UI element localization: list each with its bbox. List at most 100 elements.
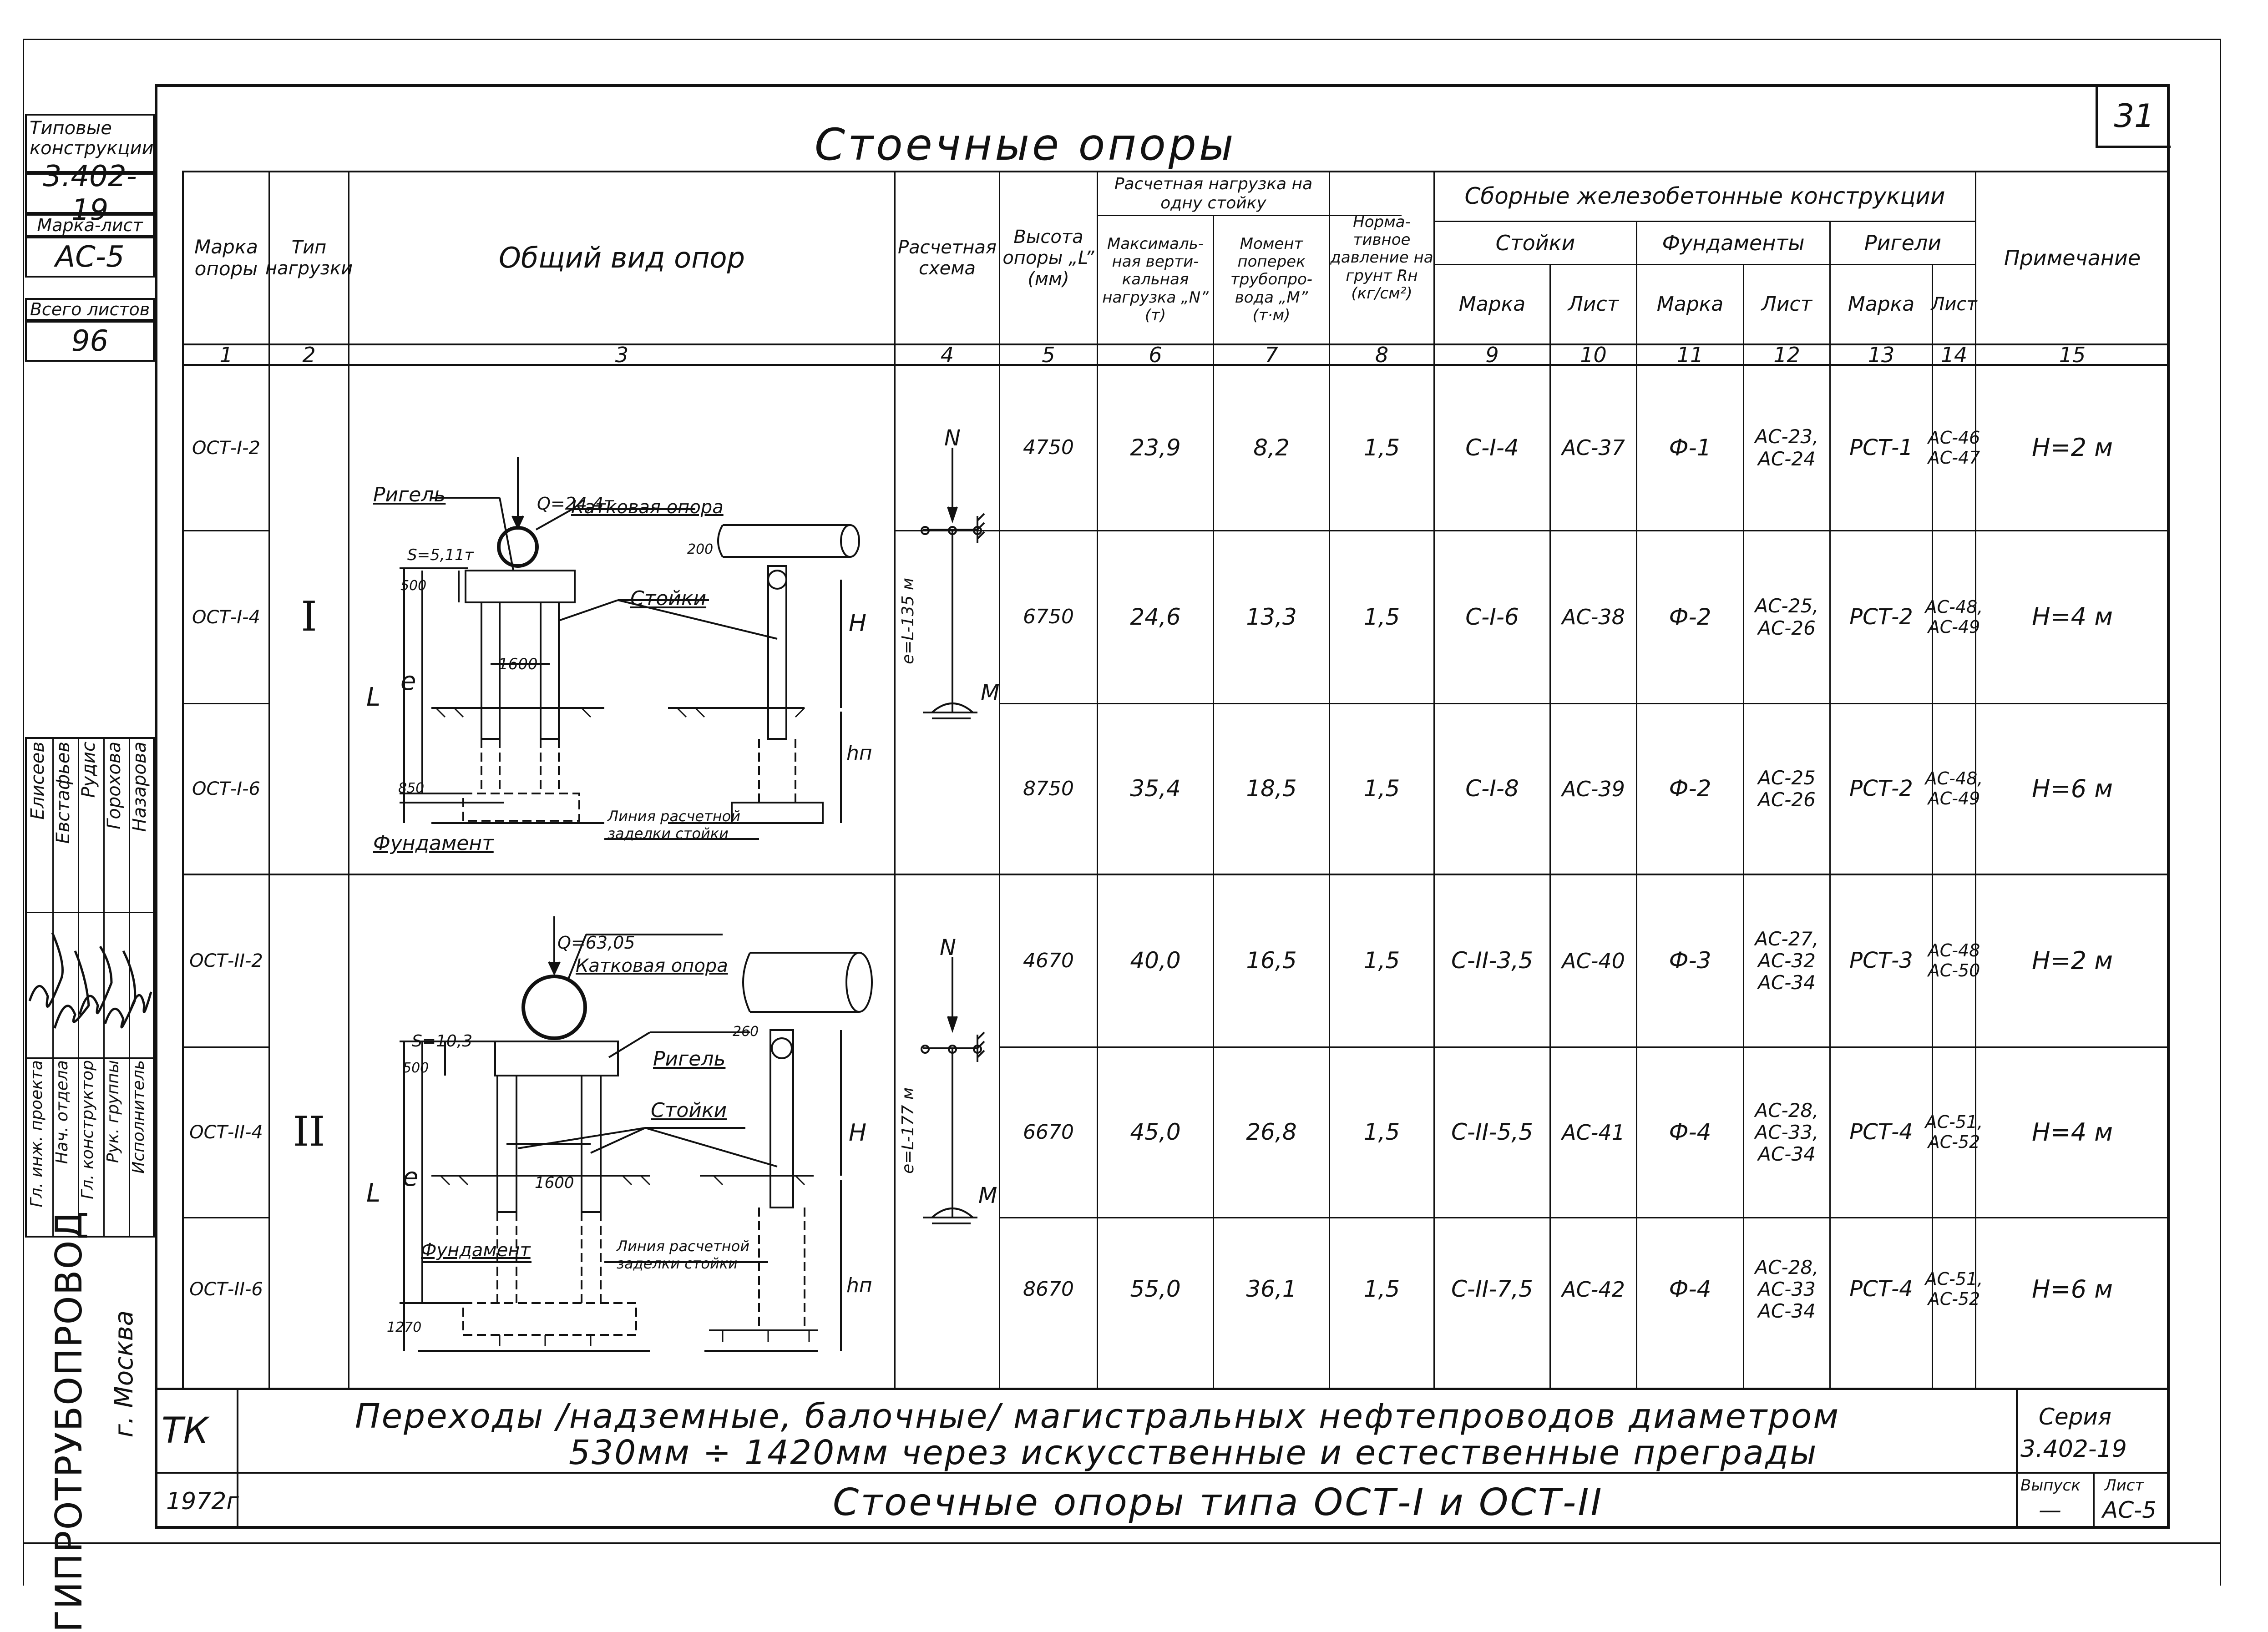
cell-foundation-mark: Ф-4 [1669, 1119, 1711, 1146]
header-beams: Ригели [1864, 230, 1942, 255]
drawing1-liniya-label: Линия расчетной заделки стойки [608, 808, 741, 843]
header-found-list: Лист [1761, 292, 1812, 316]
scheme2-N-label: N [940, 935, 956, 960]
left-trim-line [23, 39, 24, 1586]
col-number-8: 8 [1375, 342, 1389, 367]
series-value: 3.402-19 [43, 160, 137, 227]
cell-moment: 18,5 [1246, 775, 1297, 802]
load-type-2: II [293, 1108, 325, 1156]
cell-beam-list: АС-51, АС-52 [1925, 1112, 1983, 1152]
city-name: г. Москва [109, 1310, 139, 1438]
drawing2-liniya-label: Линия расчетной заделки стойки [617, 1238, 750, 1273]
drawing1-fundament-label: Фундамент [373, 832, 494, 855]
drawing1-L-label: L [366, 682, 381, 712]
cell-height: 6750 [1023, 605, 1074, 629]
cell-height: 8750 [1023, 777, 1074, 800]
col-number-3: 3 [615, 342, 629, 367]
drawing2-stoyki-label: Стойки [651, 1099, 727, 1122]
numbers-bottom-line [182, 364, 2168, 366]
cell-foundation-list: АС-23, АС-24 [1755, 425, 1819, 470]
cell-foundation-mark: Ф-4 [1669, 1276, 1711, 1303]
handwritten-signatures [28, 932, 152, 1029]
cell-beam-list: АС-46 АС-47 [1928, 427, 1980, 468]
cell-foundation-list: АС-27, АС-32 АС-34 [1755, 927, 1819, 994]
support-drawing-type-1 [400, 457, 860, 840]
drawing1-q-label: Q=24,4т [537, 494, 614, 514]
cell-post-list: АС-38 [1562, 605, 1625, 630]
name-2: Евстафьев [53, 742, 74, 844]
drawing2-s-label: S=10,3 [412, 1032, 473, 1051]
cell-beam-mark: РСТ-4 [1849, 1119, 1913, 1145]
right-trim-line [2220, 39, 2221, 1586]
cell-foundation-list: АС-28, АС-33, АС-34 [1755, 1099, 1819, 1166]
table-bottom-line [155, 1388, 2170, 1390]
drawing2-dim-500: 500 [403, 1060, 429, 1076]
cell-beam-mark: РСТ-3 [1849, 948, 1913, 974]
header-beam-mark: Марка [1848, 292, 1915, 316]
cell-beam-list: АС-48 АС-50 [1928, 940, 1980, 980]
cell-post-mark: С-I-4 [1465, 434, 1519, 461]
cell-moment: 36,1 [1246, 1276, 1297, 1303]
header-found-mark: Марка [1656, 292, 1724, 316]
header-load-group: Расчетная нагрузка на одну стойку [1114, 175, 1313, 212]
drawing1-H-label: H [849, 610, 867, 637]
drawing2-H-label: H [849, 1119, 867, 1147]
col-number-9: 9 [1485, 342, 1499, 367]
cell-max-load: 45,0 [1130, 1119, 1181, 1146]
cell-pressure: 1,5 [1363, 1276, 1400, 1303]
cell-beam-mark: РСТ-4 [1849, 1276, 1913, 1302]
role-1: Гл. инж. проекта [27, 1060, 46, 1208]
top-trim-line [23, 39, 2221, 40]
drawing1-rigel-label: Ригель [373, 483, 446, 506]
col-number-1: 1 [219, 342, 233, 367]
typical-constructions-box: Типовые конструкции [25, 114, 155, 173]
cell-max-load: 40,0 [1130, 947, 1181, 974]
bottom-trim-line [23, 1542, 2221, 1544]
cell-note: Н=4 м [2031, 1117, 2113, 1147]
cell-beam-list: АС-48, АС-49 [1925, 768, 1983, 808]
drawing1-s-label: S=5,11т [407, 546, 474, 564]
col-number-14: 14 [1940, 342, 1968, 367]
total-box: 96 [25, 321, 155, 362]
tk-label: ТК [162, 1410, 209, 1451]
drawing2-dim-260: 260 [733, 1024, 759, 1040]
cell-max-load: 55,0 [1130, 1276, 1181, 1303]
series-box: 3.402-19 [25, 160, 155, 227]
scheme1-N-label: N [944, 425, 961, 451]
col-number-12: 12 [1773, 342, 1800, 367]
header-beam-list: Лист [1931, 294, 1977, 315]
sheet-number: 31 [2114, 97, 2155, 135]
drawing2-q-label: Q=63,05 [557, 933, 635, 953]
cell-beam-mark: РСТ-1 [1849, 435, 1913, 460]
drawing1-dim-1600: 1600 [498, 655, 538, 673]
header-pressure: Норма-тивное давление на грунт Rн (кг/см… [1330, 213, 1433, 303]
col-number-2: 2 [302, 342, 316, 367]
cell-beam-mark: РСТ-2 [1849, 604, 1913, 630]
cell-post-list: АС-37 [1562, 435, 1625, 460]
drawing1-e-label: e [400, 667, 416, 696]
footer-series-label: Серия [2039, 1404, 2111, 1430]
cell-mark: ОСТ-II-4 [189, 1122, 263, 1143]
cell-post-list: АС-42 [1562, 1277, 1625, 1302]
drawing1-hn-label: hп [846, 742, 872, 765]
footer-list-label: Лист [2105, 1476, 2144, 1495]
role-5: Исполнитель [129, 1060, 148, 1174]
drawing1-dim-850: 850 [398, 780, 425, 796]
header-load-type: Тип нагрузки [265, 237, 353, 279]
cell-pressure: 1,5 [1363, 603, 1400, 630]
cell-mark: ОСТ-I-4 [192, 606, 260, 628]
col-number-7: 7 [1265, 342, 1278, 367]
cell-foundation-list: АС-25, АС-26 [1755, 595, 1819, 639]
cell-post-list: АС-40 [1562, 948, 1625, 973]
sheet-number-box: 31 [2096, 86, 2171, 148]
cell-moment: 13,3 [1246, 603, 1297, 630]
cell-post-mark: С-II-7,5 [1451, 1276, 1533, 1303]
scheme2-M-label: M [978, 1183, 997, 1208]
scheme1-e-label: e=L-135 м [899, 578, 917, 664]
cell-note: Н=2 м [2031, 433, 2113, 462]
footer-list-value: АС-5 [2102, 1497, 2157, 1523]
header-height: Высота опоры „L” (мм) [1002, 227, 1094, 289]
col-number-11: 11 [1676, 342, 1704, 367]
cell-post-mark: С-II-3,5 [1451, 947, 1533, 974]
marka-label-box: Марка-лист [25, 214, 155, 237]
